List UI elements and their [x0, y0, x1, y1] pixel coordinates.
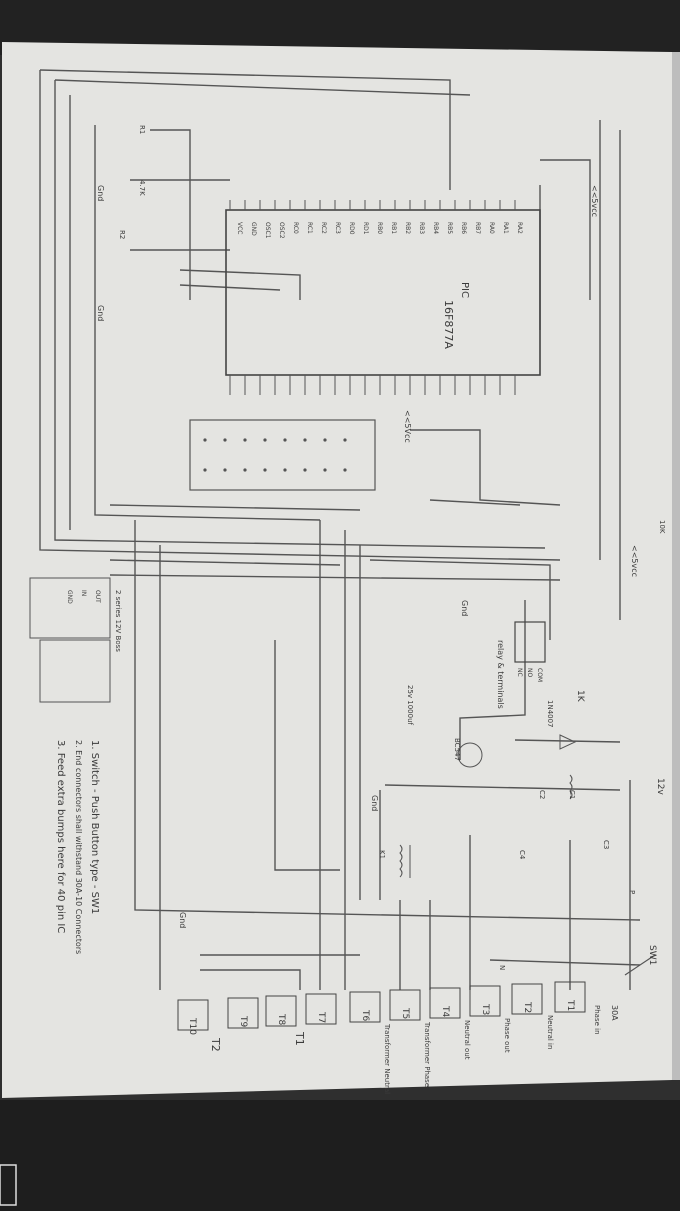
- note-3: 3. Feed extra bumps here for 40 pin IC: [55, 740, 66, 933]
- sw1-label: SW1: [647, 945, 657, 965]
- terminal-label-phase-in: Phase in: [593, 1005, 601, 1035]
- header-connector: [189, 419, 376, 491]
- chip-pin-label: RB4: [432, 222, 439, 234]
- resistor-1k-label: 1K: [575, 690, 585, 703]
- pic-ic-body: [225, 209, 541, 376]
- cap-label: 25v 1000uf: [406, 685, 414, 726]
- terminal-T2: T2: [522, 1001, 532, 1013]
- chip-pin-label: RB0: [376, 222, 383, 234]
- note-2: 2. End connectors shall withstand 30A-10…: [74, 740, 83, 954]
- ic-part-label: 16F877A: [442, 300, 455, 349]
- transistor-label: BC547: [453, 738, 461, 761]
- 30a-label: 30A: [610, 1005, 619, 1021]
- left-box-lower: [39, 639, 111, 703]
- chip-pin-label: RA1: [502, 222, 509, 234]
- v5-top-label: <<5vcc: [590, 185, 599, 217]
- ic-pins: [229, 200, 516, 395]
- misc-label: C2: [538, 790, 546, 799]
- transistor-symbol: [457, 742, 483, 768]
- misc-label: R1: [138, 125, 146, 134]
- chip-pin-label: RB5: [446, 222, 453, 234]
- relay-body: [514, 621, 546, 663]
- terminal-label-neutral-out: Neutral out: [463, 1020, 471, 1060]
- misc-label: C1: [568, 790, 576, 799]
- v5-low-label: <<5vcc: [630, 545, 639, 577]
- misc-label: 10K: [658, 520, 666, 534]
- terminal-T7: T7: [316, 1011, 326, 1023]
- left-box-upper: [29, 577, 111, 639]
- misc-label: C4: [518, 850, 526, 860]
- chip-pin-label: RB6: [460, 222, 467, 234]
- chip-pin-label: RB7: [474, 222, 481, 234]
- misc-label: N: [498, 965, 506, 970]
- transformer-coils: [399, 774, 573, 878]
- terminal-T8: T8: [276, 1013, 286, 1025]
- terminal-T3: T3: [480, 1003, 490, 1015]
- relay-pin-label: COM: [536, 668, 543, 682]
- gnd-label-5: Gnd: [178, 912, 187, 928]
- relay-label: relay & terminals: [496, 640, 505, 709]
- terminal-label-neutral-in: Neutral in: [546, 1015, 554, 1049]
- misc-label: R2: [118, 230, 126, 239]
- relay-pin-label: NO: [526, 668, 533, 677]
- chip-pin-label: RC2: [320, 222, 327, 234]
- chip-pin-label: OSC2: [278, 222, 285, 239]
- misc-label: K1: [378, 850, 386, 859]
- v12-label: 12v: [655, 778, 665, 795]
- left-box-title: 2 series 12V Boss: [114, 590, 122, 652]
- sw1-switch: [624, 954, 656, 976]
- terminal-T9: T9: [238, 1015, 248, 1027]
- bracket-T2: T2: [209, 1037, 222, 1052]
- terminal-T5: T5: [400, 1007, 410, 1019]
- terminal-label-transformer-neutral: Transformer Neutral: [383, 1023, 391, 1094]
- misc-label: 4.7K: [138, 180, 146, 196]
- header-pins: [203, 438, 347, 472]
- left-box-pin-label: OUT: [94, 590, 101, 603]
- v5-mid-label: <<5Vcc: [403, 410, 412, 443]
- diode-label: 1N4007: [546, 700, 554, 728]
- chip-pin-label: RC0: [292, 222, 299, 234]
- chip-pin-label: RB1: [390, 222, 397, 234]
- terminal-T6: T6: [360, 1009, 370, 1021]
- terminal-T1: T1: [565, 999, 575, 1011]
- bracket-T1: T1: [293, 1031, 306, 1046]
- paper-sheet: [2, 42, 672, 1098]
- gnd-label-3: Gnd: [460, 600, 469, 616]
- left-box-pin-label: GND: [66, 590, 73, 604]
- gnd-label-4: Gnd: [370, 795, 379, 811]
- corner-glyph: [0, 1164, 17, 1206]
- terminal-label-transformer-phase: Transformer Phase: [423, 1021, 431, 1087]
- left-box-pin-label: IN: [80, 590, 87, 596]
- ic-tag-label: PIC: [459, 282, 470, 298]
- chip-pin-label: RA2: [516, 222, 523, 234]
- chip-pin-label: RA0: [488, 222, 495, 234]
- chip-pin-label: RB2: [404, 222, 411, 234]
- chip-pin-label: RD0: [348, 222, 355, 235]
- terminal-T4: T4: [440, 1005, 450, 1017]
- misc-label: P: [628, 890, 636, 894]
- relay-pin-label: NC: [516, 668, 523, 677]
- chip-pin-label: VCC: [236, 222, 243, 234]
- terminal-blocks: [177, 981, 586, 1031]
- terminal-label-phase-out: Phase out: [503, 1018, 511, 1053]
- chip-pin-label: RC3: [334, 222, 341, 234]
- chip-pin-label: RB3: [418, 222, 425, 234]
- chip-pin-label: GND: [250, 222, 257, 236]
- terminal-T10: T10: [187, 1017, 197, 1035]
- gnd-label-2: Gnd: [96, 305, 105, 321]
- chip-pin-label: RC1: [306, 222, 313, 234]
- chip-pin-label: OSC1: [264, 222, 271, 239]
- paper-edge: [672, 52, 680, 1080]
- bottom-dark-area: [0, 1100, 680, 1211]
- gnd-label-1: Gnd: [96, 185, 105, 201]
- chip-pin-label: RD1: [362, 222, 369, 235]
- diode-symbol: [559, 734, 577, 750]
- note-1: 1. Switch - Push Button type - SW1: [89, 740, 100, 914]
- misc-label: C3: [602, 840, 610, 849]
- wiring: [39, 69, 641, 990]
